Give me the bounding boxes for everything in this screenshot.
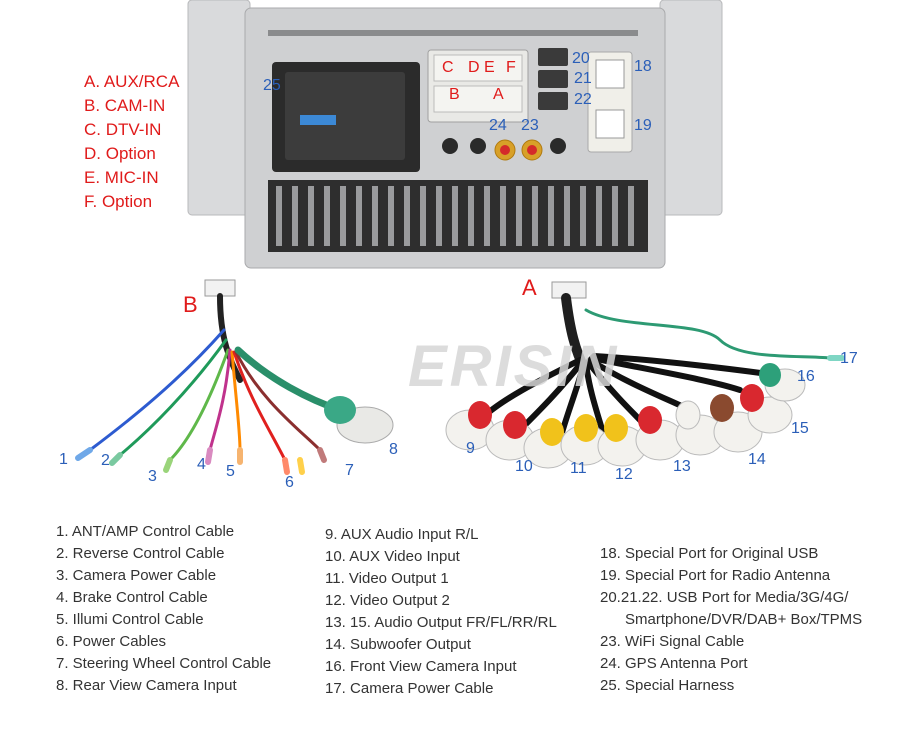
port-list-column-3: 18. Special Port for Original USB 19. Sp… (600, 543, 862, 697)
list-item: 14. Subwoofer Output (325, 636, 471, 653)
list-item: 16. Front View Camera Input (325, 658, 517, 675)
list-item: 23. WiFi Signal Cable (600, 633, 745, 650)
cable-label-8: 8 (389, 441, 398, 458)
list-item: 9. AUX Audio Input R/L (325, 526, 479, 543)
usb-port-21 (538, 70, 568, 88)
list-item: 4. Brake Control Cable (56, 589, 208, 606)
left-bracket (187, 0, 251, 216)
label-23: 23 (521, 117, 539, 134)
legend-item: C. DTV-IN (84, 120, 162, 139)
list-item: 18. Special Port for Original USB (600, 545, 819, 562)
list-item: 12. Video Output 2 (325, 592, 450, 609)
cable-label-7: 7 (345, 462, 354, 479)
port-letter-b: B (449, 86, 460, 103)
list-item: 3. Camera Power Cable (56, 567, 217, 584)
label-19: 19 (634, 117, 652, 134)
list-item: 10. AUX Video Input (325, 548, 460, 565)
label-21: 21 (574, 70, 592, 87)
cable-label-3: 3 (148, 468, 157, 485)
cable-label-17: 17 (840, 350, 858, 367)
cable-label-10: 10 (515, 458, 533, 475)
list-item: 20.21.22. USB Port for Media/3G/4G/ (600, 589, 849, 606)
legend-item: D. Option (84, 144, 156, 163)
label-22: 22 (574, 91, 592, 108)
list-item: 5. Illumi Control Cable (56, 611, 204, 628)
round-port (442, 138, 458, 154)
list-item: 2. Reverse Control Cable (56, 545, 225, 562)
port-letter-c: C (442, 59, 454, 76)
list-item: 13. 15. Audio Output FR/FL/RR/RL (325, 614, 557, 631)
label-20: 20 (572, 50, 590, 67)
connector-legend: A. AUX/RCA B. CAM-IN C. DTV-IN D. Option… (84, 70, 179, 214)
list-item: 11. Video Output 1 (325, 570, 449, 587)
cable-label-15: 15 (791, 420, 809, 437)
legend-item: B. CAM-IN (84, 96, 166, 115)
list-item: 17. Camera Power Cable (325, 680, 494, 697)
cable-label-4: 4 (197, 456, 206, 473)
cable-label-6: 6 (285, 474, 294, 491)
right-bracket (659, 0, 723, 216)
cable-list-column-1: 1. ANT/AMP Control Cable 2. Reverse Cont… (56, 521, 271, 697)
list-item: 25. Special Harness (600, 677, 735, 694)
harness-b (75, 279, 394, 475)
legend-item: F. Option (84, 192, 153, 211)
list-item: 24. GPS Antenna Port (600, 655, 748, 672)
list-item: 7. Steering Wheel Control Cable (56, 655, 272, 672)
list-item: Smartphone/DVR/DAB+ Box/TPMS (625, 611, 863, 628)
list-item: 1. ANT/AMP Control Cable (56, 523, 235, 540)
usb-port-22 (538, 92, 568, 110)
cable-label-2: 2 (101, 452, 110, 469)
list-item: 8. Rear View Camera Input (56, 677, 237, 694)
cable-label-16: 16 (797, 368, 815, 385)
cable-label-14: 14 (748, 451, 766, 468)
cable-label-5: 5 (226, 463, 235, 480)
cable-label-11: 11 (570, 460, 587, 477)
cable-label-1: 1 (59, 451, 68, 468)
legend-item: A. AUX/RCA (84, 72, 180, 91)
list-item: 19. Special Port for Radio Antenna (600, 567, 831, 584)
label-18: 18 (634, 58, 652, 75)
cable-label-13: 13 (673, 458, 691, 475)
cable-list-column-2: 9. AUX Audio Input R/L 10. AUX Video Inp… (325, 524, 557, 700)
list-item: 6. Power Cables (56, 633, 167, 650)
harness-label-b: B (183, 292, 198, 317)
port-letter-d: D (468, 59, 480, 76)
rca-plugs (445, 355, 845, 469)
port-letter-a: A (493, 86, 504, 103)
port-letter-e: E (484, 59, 495, 76)
label-24: 24 (489, 117, 507, 134)
harness-label-a: A (522, 275, 537, 300)
watermark: ERISIN (408, 334, 620, 399)
top-vents (268, 30, 638, 36)
label-25: 25 (263, 77, 281, 94)
heatsink (268, 180, 648, 252)
port-letter-f: F (506, 59, 516, 76)
legend-item: E. MIC-IN (84, 168, 159, 187)
cable-label-12: 12 (615, 466, 633, 483)
cable-label-9: 9 (466, 440, 475, 457)
usb-port-20 (538, 48, 568, 66)
